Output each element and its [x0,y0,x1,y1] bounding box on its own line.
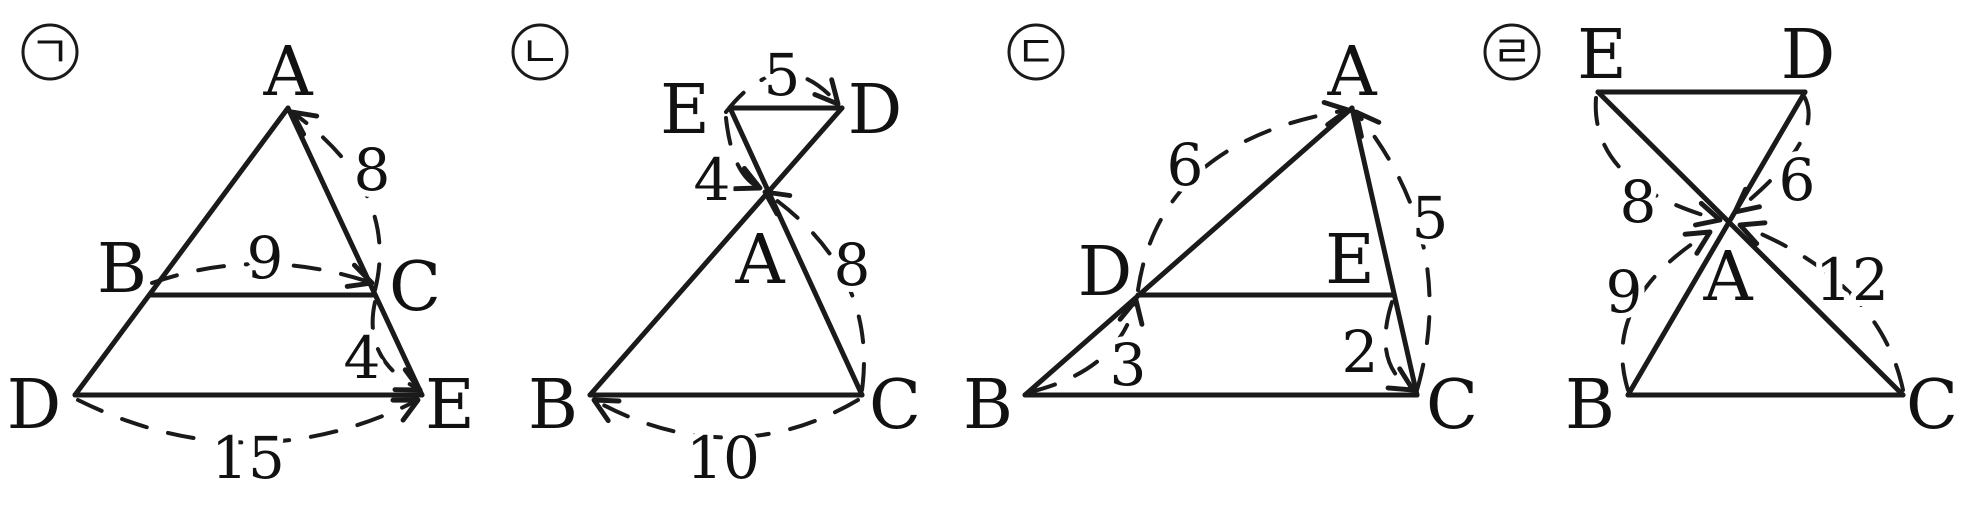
arc-CE [370,300,423,393]
arc-AD [1136,100,1351,292]
arc-AC [1737,220,1905,392]
segment-DB [1625,89,1808,398]
figure-digeut: ㄷ A D E B C 6 5 3 2 [963,23,1478,445]
arc-BC [591,397,860,440]
arc-AB [1620,229,1713,392]
marker-label: ㄹ [1492,27,1532,78]
arc-EC [1383,300,1416,393]
measure-labels: 5 4 8 10 [680,35,876,498]
arc-DE [76,397,421,445]
point-label-E: E [660,71,710,150]
measure-AC: 8 [834,231,871,299]
point-label-E: E [1325,221,1375,300]
point-labels: A B C D E [7,33,475,445]
point-label-A: A [1702,238,1753,317]
figure-rieul: ㄹ E D A B C 8 6 9 12 [1483,16,1958,445]
measure-arcs [1593,96,1905,392]
measure-arcs [1028,100,1432,394]
segment-AC [1349,105,1420,398]
point-label-A: A [1326,33,1377,112]
measure-arcs [591,71,866,440]
segment-AE [285,105,425,398]
figure-nieun: ㄴ E D A B C 5 4 8 10 [511,23,921,498]
point-label-C: C [389,248,441,327]
point-label-B: B [1565,366,1615,445]
measure-BC: 10 [686,424,760,492]
arc-AE [1593,96,1723,228]
point-labels: A D E B C [963,33,1478,445]
triangle-edges [72,105,425,398]
segment-BA [1022,105,1355,398]
figure-marker: ㄴ [511,23,569,81]
measure-AC: 5 [1412,184,1449,252]
point-label-A: A [734,221,785,300]
segment-EC [727,105,865,398]
measure-arcs [76,109,423,445]
measure-AE: 8 [1620,168,1657,236]
measure-AD: 6 [1779,146,1816,214]
point-label-C: C [1906,366,1958,445]
point-label-B: B [97,230,147,309]
point-label-C: C [1426,366,1478,445]
point-label-D: D [848,71,903,150]
arc-EA [724,116,763,192]
arc-AC [289,109,382,292]
arc-DB [1028,297,1145,394]
marker-label: ㄴ [520,27,560,78]
marker-label: ㄱ [30,27,70,78]
point-labels: E D A B C [1565,16,1958,445]
measure-labels: 8 6 9 12 [1600,140,1895,332]
point-label-C: C [869,366,921,445]
point-label-A: A [262,33,313,112]
point-label-D: D [7,366,62,445]
measure-AB: 9 [1606,258,1643,326]
arc-AC [762,189,866,392]
segment-DA [72,105,291,398]
segment-DB [587,105,845,398]
marker-label: ㄷ [1016,27,1056,78]
point-label-D: D [1781,16,1836,95]
measure-DB: 3 [1110,331,1147,399]
measure-CE: 4 [344,324,381,392]
arc-BC [150,262,375,289]
figure-marker: ㄱ [21,23,79,81]
measure-AC: 8 [354,136,391,204]
figure-marker: ㄹ [1483,23,1541,81]
measure-EA: 4 [694,146,731,214]
measure-labels: 6 5 3 2 [1104,125,1455,405]
measure-ED: 5 [764,41,801,109]
measure-AD: 6 [1167,131,1204,199]
figure-marker: ㄷ [1007,23,1065,81]
arc-ED [724,71,841,114]
arc-AD [1732,96,1811,215]
triangle-edges [587,105,865,398]
point-label-E: E [1577,16,1627,95]
measure-AC: 12 [1815,246,1889,314]
measure-BC: 9 [247,224,284,292]
measure-labels: 8 9 4 15 [205,130,396,498]
figure-giyeok: ㄱ A B C D E 8 9 4 15 [7,23,475,498]
point-label-E: E [425,366,475,445]
triangle-edges [1022,105,1420,398]
measure-EC: 2 [1342,318,1379,386]
arc-AC [1353,109,1432,392]
point-label-D: D [1078,233,1133,312]
point-labels: E D A B C [528,71,921,445]
point-label-B: B [528,366,578,445]
point-label-B: B [963,366,1013,445]
measure-DE: 15 [211,424,285,492]
